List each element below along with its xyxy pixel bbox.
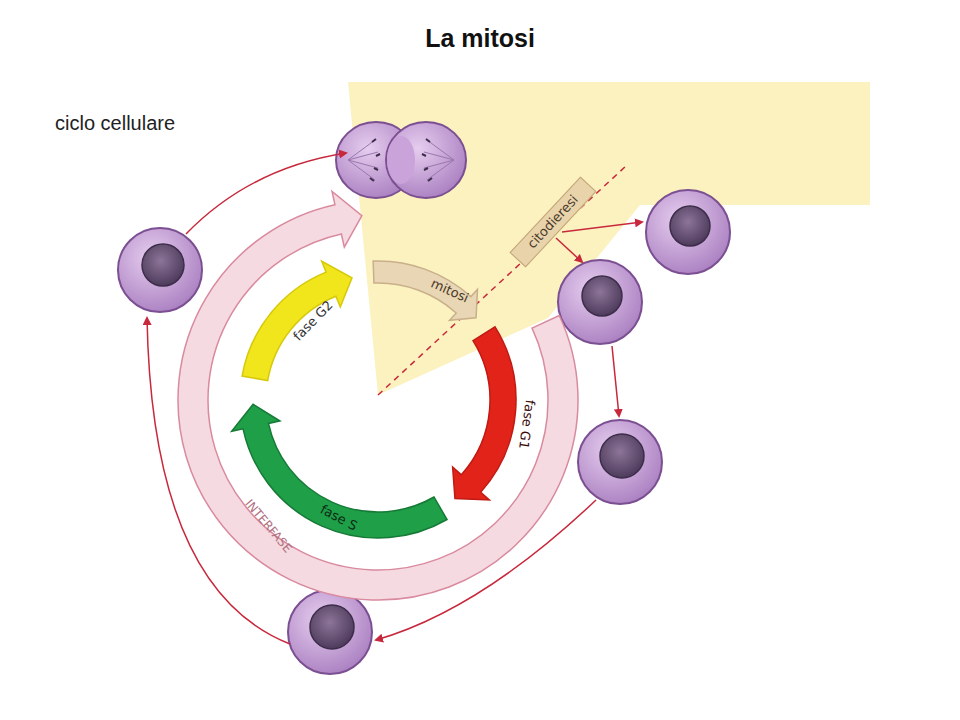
cell [558, 260, 642, 344]
phase-text: fase G1 [516, 399, 538, 450]
phase-arrow: fase G1 [434, 315, 533, 523]
arrow-outline [373, 261, 477, 320]
caption-label: ciclo cellulare [55, 112, 175, 135]
arrow-outline [178, 192, 578, 600]
cell [578, 420, 662, 504]
phase-arrow: INTERFASE [159, 181, 597, 619]
arrow-shape [434, 315, 533, 523]
arrow-shape [159, 181, 597, 619]
cell [646, 190, 730, 274]
phase-arrow: mitosi [368, 246, 497, 336]
dividing-cell [336, 122, 466, 198]
cell [288, 590, 372, 674]
diagram-title: La mitosi [0, 24, 960, 53]
mitosis-region [348, 82, 870, 395]
cycle-arrows [147, 153, 642, 644]
arrow-outline [453, 327, 516, 500]
tag-text: citodieresi [524, 192, 581, 251]
label-tag: citodieresi [509, 176, 596, 267]
cell [118, 228, 202, 312]
